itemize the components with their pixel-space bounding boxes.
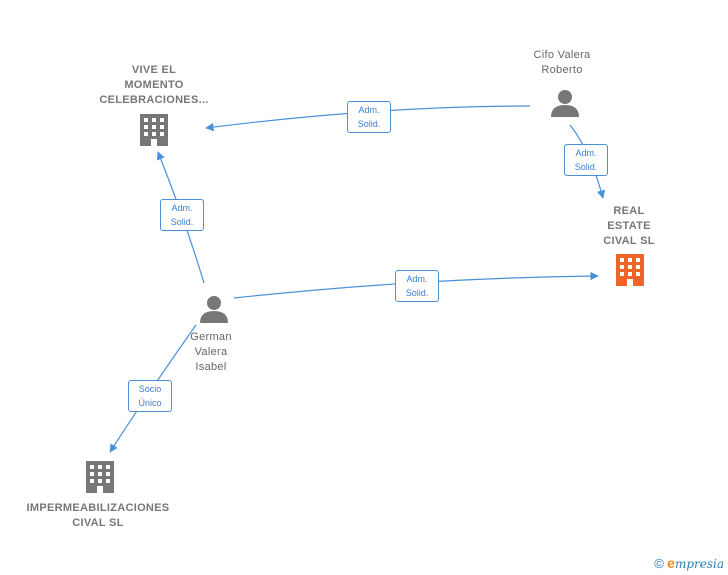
- node-label-real-estate[interactable]: REAL ESTATE CIVAL SL: [603, 205, 655, 247]
- node-label-cifo[interactable]: Cifo Valera Roberto: [533, 49, 591, 76]
- person-icon: [200, 296, 228, 323]
- footer-brand: © empresia: [654, 555, 724, 571]
- brand-name: mpresia: [674, 557, 724, 571]
- building-icon: [140, 114, 168, 146]
- edge-label-german-imper: Socio Único: [128, 380, 172, 412]
- node-label-german[interactable]: German Valera Isabel: [190, 331, 232, 373]
- building-icon: [86, 461, 114, 493]
- node-label-imper[interactable]: IMPERMEABILIZACIONES CIVAL SL: [26, 502, 170, 529]
- node-label-vive[interactable]: VIVE EL MOMENTO CELEBRACIONES...: [99, 64, 209, 106]
- building-icon-focus: [616, 254, 644, 286]
- copyright-symbol: ©: [654, 556, 664, 571]
- edge-label-cifo-vive: Adm. Solid.: [347, 101, 391, 133]
- edge-label-german-real: Adm. Solid.: [395, 270, 439, 302]
- edge-label-german-vive: Adm. Solid.: [160, 199, 204, 231]
- person-icon: [551, 90, 579, 117]
- edge-label-cifo-real: Adm. Solid.: [564, 144, 608, 176]
- brand-logo-initial: e: [667, 555, 675, 571]
